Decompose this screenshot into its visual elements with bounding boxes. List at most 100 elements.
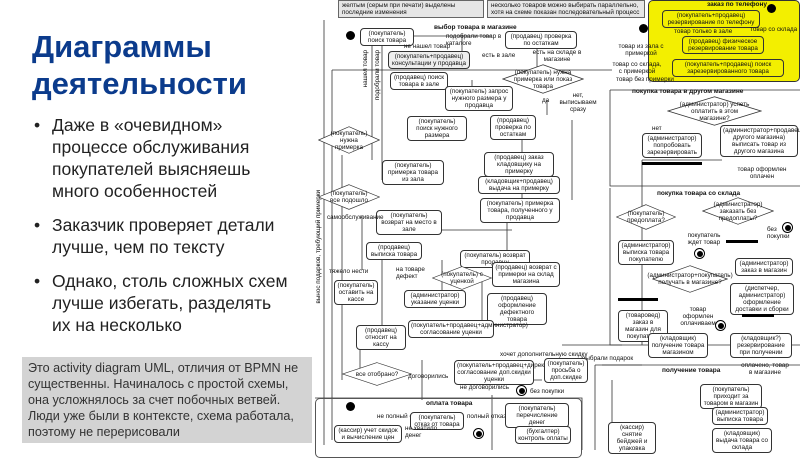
activity-node: (диспетчер, администратор) оформление до… xyxy=(730,283,794,315)
activity-node: (продавец) заказ кладовщику на примерку xyxy=(484,152,554,177)
end-node xyxy=(715,320,726,331)
activity-node: (покупатель) отказ от товара xyxy=(410,412,464,430)
title-line: Диаграммы xyxy=(32,29,212,64)
flow-label: товар оформлен оплачен xyxy=(737,166,787,180)
start-node xyxy=(639,24,648,33)
activity-node: (продавец) проверка по остаткам xyxy=(505,31,577,49)
activity-node: (администратор) заказ в магазин xyxy=(735,258,793,276)
activity-node: (продавец) физическое резервирование тов… xyxy=(682,36,764,54)
flow-label: полный отказ xyxy=(467,413,507,420)
decision-label: (покупатель) все подошло xyxy=(330,190,368,204)
activity-node: (кладовщик+продавец) выдача на примерку xyxy=(478,176,560,194)
flow-label: выбрали подарок xyxy=(582,355,634,362)
activity-node: (бухгалтер) контроль оплаты xyxy=(515,426,571,444)
flow-label: оплачено, товар в магазине xyxy=(741,362,789,376)
flow-label: договорились xyxy=(408,373,449,380)
decision-node: (администратор) заказать без предоплаты? xyxy=(702,197,774,225)
diagram-note: несколько товаров можно выбирать паралле… xyxy=(487,0,645,18)
activity-node: (покупатель) возврат на место в зале xyxy=(376,210,442,235)
end-node xyxy=(473,428,484,439)
activity-node: (кладовщик) получение товара магазином xyxy=(648,333,708,358)
start-node xyxy=(346,402,355,411)
end-node xyxy=(516,385,527,396)
decision-label: (администратор+покупатель) получать в ма… xyxy=(647,272,733,286)
activity-node: (кладовщик?) резервирование при получени… xyxy=(730,333,792,358)
activity-node: (покупатель) оставить на кассе xyxy=(334,280,378,305)
end-node xyxy=(694,248,705,259)
activity-node: (покупатель) приходит за товаром в магаз… xyxy=(700,384,762,409)
activity-node: (кассир) снятие бейджей и упаковка xyxy=(608,422,656,454)
decision-label: (покупатель) нужна примерка xyxy=(330,129,368,151)
flow-label: без покупки xyxy=(530,388,565,395)
flow-label: товар из зала с примеркой xyxy=(618,43,664,57)
activity-node: (администратор) попробовать зарезервиров… xyxy=(642,133,702,158)
speaker-note: Это activity diagram UML, отличия от BPM… xyxy=(22,357,312,443)
flow-label: не полный отказ xyxy=(377,413,425,420)
flow-label: нет xyxy=(652,125,662,132)
activity-node: (покупатель) поиск товара xyxy=(360,28,414,46)
flow-label: подобрали товар в каталоге xyxy=(446,33,502,47)
flow-label: тяжело нести xyxy=(329,268,369,275)
activity-node: (продавец) поиск товара в зале xyxy=(390,72,448,90)
decision-node: (покупатель) предоплата? xyxy=(616,204,676,230)
fork-bar xyxy=(642,162,702,165)
activity-node: (покупатель+продавец) резервирование по … xyxy=(662,10,760,28)
flow-label: не договорились xyxy=(460,384,509,391)
frame-title: выбор товара в магазине xyxy=(434,24,517,31)
frame-title: оплата товара xyxy=(426,400,473,407)
decision-node: (покупатель) все подошло xyxy=(318,184,380,210)
decision-node: (покупатель) с уценкой xyxy=(432,266,492,290)
connector-lines xyxy=(315,20,800,450)
flow-label: товар со склада xyxy=(750,26,798,33)
decision-node: (покупатель) нужна примерка или показ то… xyxy=(502,64,584,94)
end-node xyxy=(782,222,793,233)
decision-node: (администратор+покупатель) получать в ма… xyxy=(647,265,733,293)
bullet-item: Даже в «очевидном» процессе обслуживания… xyxy=(34,114,292,202)
decision-node: (администратор) успеть оплатить в этом м… xyxy=(667,96,762,126)
flow-label: товар оформлен оплачиваем xyxy=(680,306,716,327)
flow-label: товар без примерки xyxy=(616,76,674,83)
flow-label: не нашел товар xyxy=(404,43,451,50)
activity-node: (покупатель) поиск нужного размера xyxy=(407,116,467,141)
bullet-item: Однако, столь сложных схем лучше избегат… xyxy=(34,270,292,336)
flow-label: покупатель ждет товар xyxy=(687,232,721,246)
decision-label: (администратор) успеть оплатить в этом м… xyxy=(679,100,750,122)
activity-node: (администратор+продавец другого магазина… xyxy=(720,125,800,157)
frame-title: покупка товара со склада xyxy=(657,190,741,197)
activity-node: (продавец) относит на кассу xyxy=(356,325,406,350)
flow-label: не хватило денег xyxy=(405,425,438,439)
decision-node: все отобрано? xyxy=(342,362,412,386)
frame-title: получение товара xyxy=(662,367,721,374)
bullet-list: Даже в «очевидном» процессе обслуживания… xyxy=(34,114,292,348)
fork-bar xyxy=(726,240,758,243)
flow-label: вынос подарков, требующий примерки xyxy=(315,190,322,304)
activity-node: (покупатель+продавец+директор) согласова… xyxy=(454,360,556,385)
activity-node: (покупатель+продавец) поиск зарезервиров… xyxy=(672,59,784,77)
activity-node: (администратор) выписка товара xyxy=(712,407,768,425)
diagram-note: желтым (серым при печати) выделены после… xyxy=(338,0,484,18)
bullet-item: Заказчик проверяет детали лучше, чем по … xyxy=(34,214,292,258)
decision-label: (покупатель) нужна примерка или показ то… xyxy=(513,68,573,90)
activity-diagram: желтым (серым при печати) выделены после… xyxy=(312,0,800,458)
flow-label: товар только в зале xyxy=(674,28,733,35)
fork-bar xyxy=(618,298,658,301)
fork-bar xyxy=(742,314,774,317)
activity-node: (покупатель) запрос нужного размера у пр… xyxy=(445,86,513,111)
flow-label: подобрали товар xyxy=(374,50,381,101)
flow-label: хочет дополнительную скидку xyxy=(500,351,588,358)
title-line: деятельности xyxy=(32,66,247,101)
activity-node: (покупатель) просьба о доп.скидке xyxy=(544,358,588,383)
decision-label: (покупатель) предоплата? xyxy=(627,210,665,224)
activity-node: (покупатель) примерка товара из зала xyxy=(382,160,444,185)
flow-label: товар со склада, с примеркой xyxy=(612,61,662,75)
activity-node: (покупатель) примерка товара, полученног… xyxy=(480,198,560,223)
flow-label: есть на складе в магазине xyxy=(532,49,582,63)
activity-node: (покупатель+продавец) консультации у про… xyxy=(388,51,470,69)
start-node xyxy=(346,31,355,40)
activity-node: (продавец) выписка товара xyxy=(366,242,422,260)
decision-label: (покупатель) с уценкой xyxy=(441,271,483,285)
activity-node: (кассир) учет скидок и вычисление цен xyxy=(334,425,402,443)
activity-node: (кладовщик) выдача товара со склада xyxy=(712,428,772,453)
flow-label: нет, выписываем сразу xyxy=(559,92,597,113)
